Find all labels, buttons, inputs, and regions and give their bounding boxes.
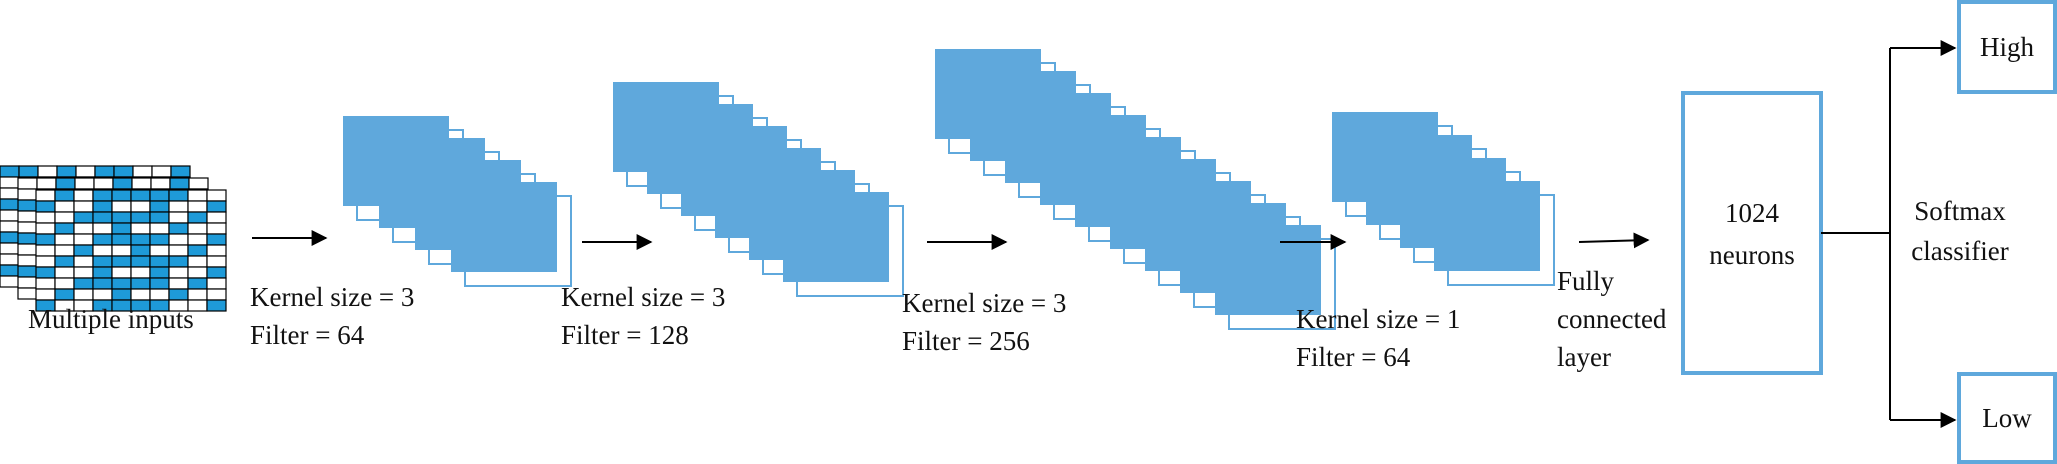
neurons-unit-label: neurons <box>1709 240 1795 270</box>
fc-label-line-2: connected <box>1557 304 1667 334</box>
conv-block-4-feature-maps <box>1332 112 1555 286</box>
softmax-label-line-1: Softmax <box>1914 196 2006 226</box>
fc-label-line-1: Fully <box>1557 266 1615 296</box>
conv2-filter-label: Filter = 128 <box>561 320 689 350</box>
input-cell <box>206 299 227 312</box>
neurons-count-label: 1024 <box>1725 198 1779 228</box>
output-low-box <box>1957 372 2057 464</box>
softmax-label-line-2: classifier <box>1911 236 2009 266</box>
multiple-inputs-grid <box>0 165 227 312</box>
fc-label-line-3: layer <box>1557 342 1611 372</box>
conv3-kernel-label: Kernel size = 3 <box>902 288 1067 318</box>
arrow-conv4-to-fc <box>1578 232 1650 249</box>
conv3-filter-label: Filter = 256 <box>902 326 1030 356</box>
fully-connected-box <box>1681 91 1823 375</box>
output-high-label: High <box>1980 32 2034 62</box>
output-high-box <box>1957 0 2057 94</box>
conv2-kernel-label: Kernel size = 3 <box>561 282 726 312</box>
conv4-filter-label: Filter = 64 <box>1296 342 1411 372</box>
conv-block-3-feature-maps <box>935 49 1336 330</box>
conv4-kernel-label: Kernel size = 1 <box>1296 304 1461 334</box>
feature-map <box>1215 225 1321 315</box>
conv1-kernel-label: Kernel size = 3 <box>250 282 415 312</box>
conv-block-1-feature-maps <box>343 116 572 287</box>
output-low-label: Low <box>1982 403 2032 433</box>
feature-map <box>451 182 557 272</box>
conv1-filter-label: Filter = 64 <box>250 320 365 350</box>
inputs-label: Multiple inputs <box>28 304 194 334</box>
feature-map <box>783 192 889 282</box>
feature-map <box>1434 181 1540 271</box>
conv-block-2-feature-maps <box>613 82 904 297</box>
